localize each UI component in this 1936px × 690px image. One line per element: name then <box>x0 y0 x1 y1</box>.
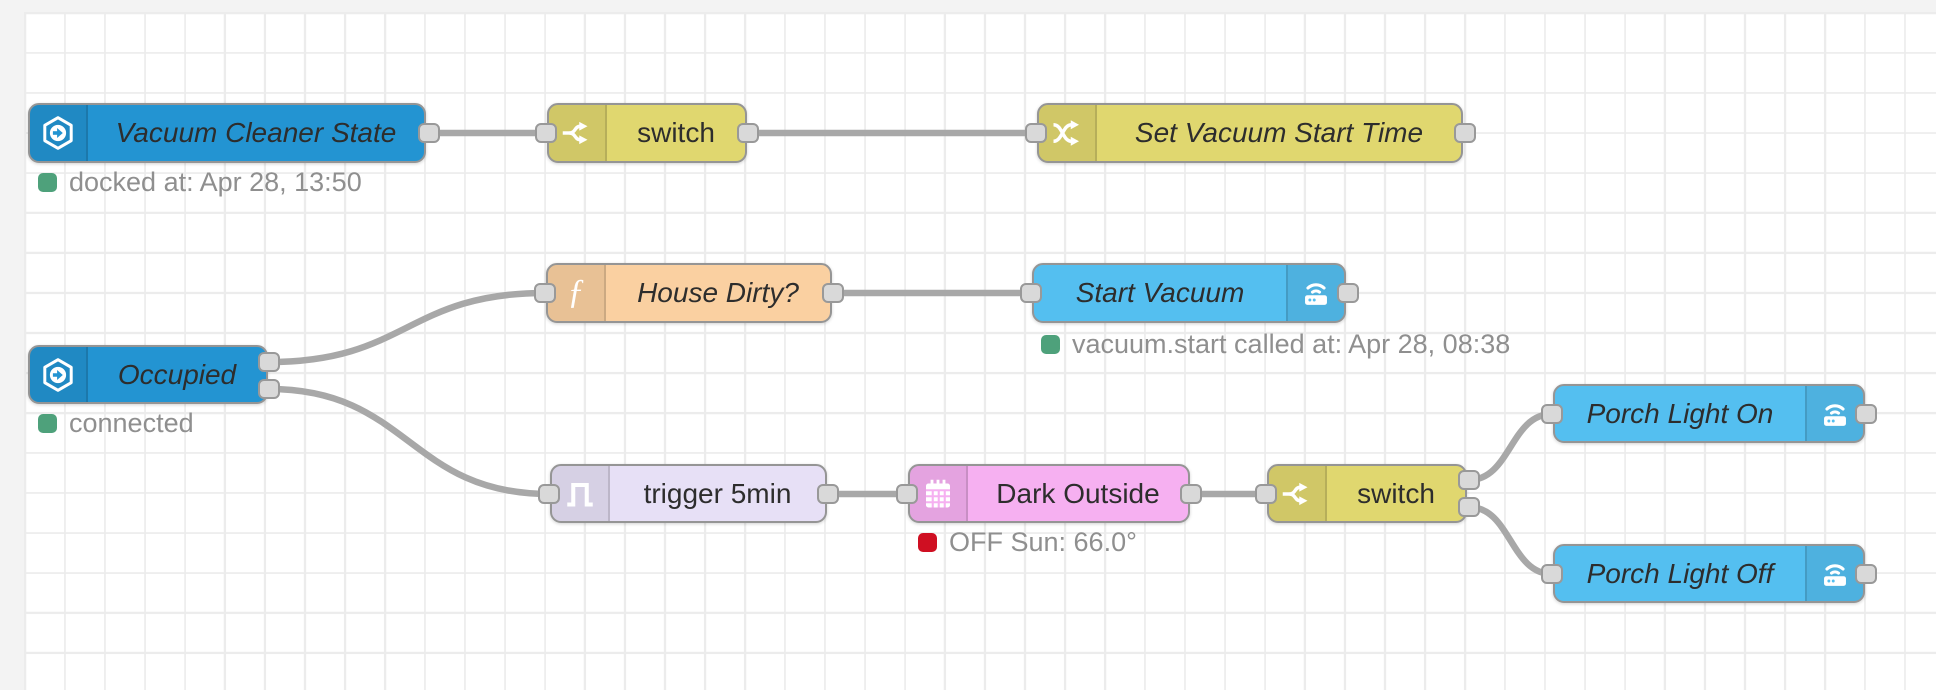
node-status-vacuum-cleaner-state: docked at: Apr 28, 13:50 <box>38 167 362 198</box>
canvas-edge-left <box>0 0 24 690</box>
node-switch-2[interactable]: switch <box>1267 464 1467 523</box>
output-port-start-vacuum[interactable] <box>1337 283 1359 303</box>
status-dot-green <box>38 414 57 433</box>
node-house-dirty[interactable]: ƒ House Dirty? <box>546 263 832 323</box>
node-switch-1[interactable]: switch <box>547 103 747 163</box>
output-port-set-vacuum-start-time[interactable] <box>1454 123 1476 143</box>
status-text: vacuum.start called at: Apr 28, 08:38 <box>1072 329 1511 359</box>
output-port-switch-1[interactable] <box>737 123 759 143</box>
output-port-dark-outside[interactable] <box>1180 484 1202 504</box>
node-status-start-vacuum: vacuum.start called at: Apr 28, 08:38 <box>1041 329 1510 360</box>
switch-icon <box>1269 466 1327 521</box>
node-label: Porch Light On <box>1586 397 1774 429</box>
home-assistant-icon <box>30 105 88 161</box>
node-label: Porch Light Off <box>1586 557 1774 589</box>
node-label: Vacuum Cleaner State <box>115 117 397 148</box>
input-port-start-vacuum[interactable] <box>1020 283 1042 303</box>
output-port-trigger-5min[interactable] <box>817 484 839 504</box>
node-label: Start Vacuum <box>1075 277 1245 308</box>
canvas-edge-top <box>0 0 1936 12</box>
node-label: Occupied <box>117 358 237 390</box>
node-porch-light-off[interactable]: Porch Light Off <box>1553 544 1865 603</box>
change-icon <box>1039 105 1097 161</box>
wire[interactable] <box>265 289 549 366</box>
call-service-icon <box>1805 546 1863 601</box>
node-label: House Dirty? <box>637 277 799 308</box>
input-port-switch-1[interactable] <box>535 123 557 143</box>
input-port-set-vacuum-start-time[interactable] <box>1025 123 1047 143</box>
node-label: trigger 5min <box>643 477 792 509</box>
output-port-occupied[interactable] <box>258 379 280 399</box>
call-service-icon <box>1805 386 1863 441</box>
output-port-switch-2[interactable] <box>1458 470 1480 490</box>
input-port-trigger-5min[interactable] <box>538 484 560 504</box>
call-service-icon <box>1286 265 1344 321</box>
trigger-icon <box>552 466 610 521</box>
function-icon: ƒ <box>548 265 606 321</box>
status-dot-green <box>1041 335 1060 354</box>
output-port-vacuum-cleaner-state[interactable] <box>418 123 440 143</box>
status-text: OFF Sun: 66.0° <box>949 527 1137 557</box>
output-port-occupied[interactable] <box>258 352 280 372</box>
node-start-vacuum[interactable]: Start Vacuum <box>1032 263 1346 323</box>
wire[interactable] <box>265 385 553 498</box>
input-port-switch-2[interactable] <box>1255 484 1277 504</box>
switch-icon <box>549 105 607 161</box>
output-port-switch-2[interactable] <box>1458 497 1480 517</box>
wire[interactable] <box>1465 410 1556 484</box>
node-set-vacuum-start-time[interactable]: Set Vacuum Start Time <box>1037 103 1463 163</box>
input-port-porch-light-on[interactable] <box>1541 404 1563 424</box>
input-port-porch-light-off[interactable] <box>1541 564 1563 584</box>
node-label: Set Vacuum Start Time <box>1134 117 1424 148</box>
node-label: switch <box>637 117 715 148</box>
node-status-dark-outside: OFF Sun: 66.0° <box>918 527 1137 558</box>
status-dot-red <box>918 533 937 552</box>
node-porch-light-on[interactable]: Porch Light On <box>1553 384 1865 443</box>
svg-text:ƒ: ƒ <box>567 275 584 311</box>
home-assistant-icon <box>30 347 88 402</box>
output-port-house-dirty[interactable] <box>822 283 844 303</box>
node-label: Dark Outside <box>996 477 1160 509</box>
status-text: connected <box>69 408 194 438</box>
node-dark-outside[interactable]: Dark Outside <box>908 464 1190 523</box>
status-dot-green <box>38 173 57 192</box>
output-port-porch-light-on[interactable] <box>1855 404 1877 424</box>
node-trigger-5min[interactable]: trigger 5min <box>550 464 827 523</box>
output-port-porch-light-off[interactable] <box>1855 564 1877 584</box>
node-occupied[interactable]: Occupied <box>28 345 268 404</box>
node-status-occupied: connected <box>38 408 194 439</box>
input-port-dark-outside[interactable] <box>896 484 918 504</box>
node-label: switch <box>1357 477 1435 509</box>
wire[interactable] <box>1465 503 1556 578</box>
calendar-icon <box>910 466 968 521</box>
node-vacuum-cleaner-state[interactable]: Vacuum Cleaner State <box>28 103 426 163</box>
status-text: docked at: Apr 28, 13:50 <box>69 167 362 197</box>
input-port-house-dirty[interactable] <box>534 283 556 303</box>
